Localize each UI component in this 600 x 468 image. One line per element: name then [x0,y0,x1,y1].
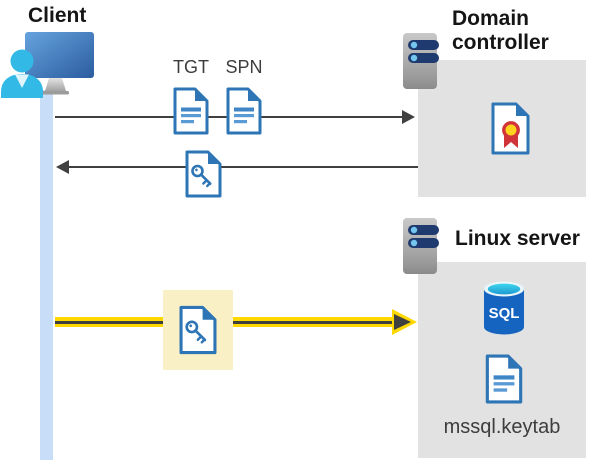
tgt-document-icon [173,87,209,135]
sql-database-icon: SQL [484,281,524,335]
client-label: Client [28,4,87,27]
key-ticket-icon [185,150,222,198]
keytab-document-icon [485,354,523,404]
spn-document-icon [226,87,262,135]
monitor-icon [25,32,94,95]
certificate-icon [491,102,530,155]
yellow-arrowhead-inner-icon [394,313,411,330]
sql-database-label: SQL [489,305,520,322]
keytab-label: mssql.keytab [443,416,561,438]
response-arrowhead-icon [56,160,69,174]
user-icon [1,49,43,98]
tgt-label: TGT [173,57,209,77]
spn-label: SPN [225,57,263,77]
domain-controller-label: Domain controller [452,7,549,54]
service-ticket-key-icon [179,305,217,355]
client-lifeline [40,90,53,460]
request-arrowhead-icon [402,110,415,124]
linux-server-label: Linux server [455,227,580,250]
response-arrow-line [69,166,418,168]
linux-server-icon [403,218,439,274]
domain-controller-server-icon [403,33,439,89]
client-icon [1,32,94,98]
